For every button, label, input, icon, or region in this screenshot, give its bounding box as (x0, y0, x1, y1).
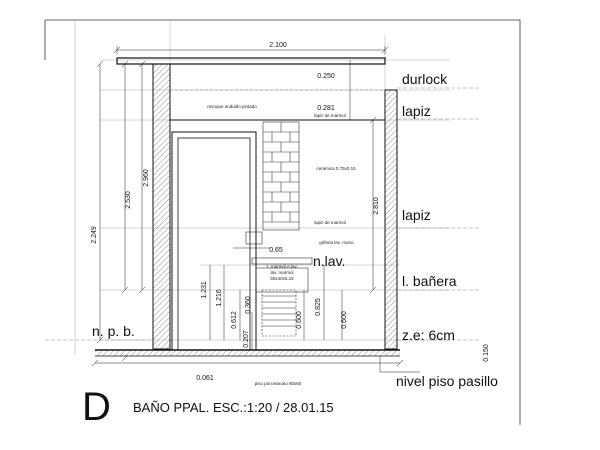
dim-1231: 1.231 (201, 281, 208, 299)
left-wall (152, 63, 171, 350)
note-revoque: revoque enduido pintado (207, 104, 257, 109)
note-lav-size: 50x40x6.15 (270, 276, 294, 281)
note-marmol-top: lapiz de marmol (314, 113, 346, 118)
tile-column (262, 121, 300, 231)
dim-2530: 2.530 (125, 191, 132, 209)
level-lines (45, 87, 480, 341)
dim-0061: 0.061 (196, 375, 214, 382)
ceiling-slab (116, 57, 386, 65)
right-wall (384, 89, 398, 350)
label-nlav: n.lav. (313, 253, 345, 269)
dim-1216: 1.216 (216, 289, 223, 307)
dim-0150: 0.150 (483, 344, 490, 362)
dim-0600a: 0.600 (296, 311, 303, 329)
label-lbanera: l. bañera (402, 273, 457, 289)
dim-2960: 2.960 (143, 169, 150, 187)
label-nivel-piso: nivel piso pasillo (396, 373, 498, 389)
dim-0612: 0.612 (231, 311, 238, 329)
dim-065: 0.65 (269, 247, 283, 254)
note-ceramica: ceramica 0.75x0.15 (316, 166, 356, 171)
note-lav-marmol: lav. marmol (271, 270, 294, 275)
note-piso: piso porcelanato 60x60 (255, 381, 302, 386)
dim-2249: 2.249 (91, 226, 98, 244)
dim-0281: 0.281 (317, 105, 335, 112)
dim-0825: 0.825 (315, 298, 322, 316)
label-durlock: durlock (402, 71, 448, 87)
dim-0250: 0.250 (317, 73, 335, 80)
note-marmol-lav: z. marmol e.lav. (266, 264, 297, 269)
note-marmol-mid: lapiz de marmol (314, 220, 346, 225)
sheet-frame (45, 19, 521, 425)
door-frame (171, 131, 257, 351)
dimension-lines (91, 46, 420, 373)
dim-0207: 0.207 (243, 330, 250, 348)
vanity (245, 231, 313, 337)
dim-0360: 0.360 (245, 296, 252, 314)
label-lapiz-top: lapiz (402, 103, 431, 119)
dim-0600b: 0.600 (341, 311, 348, 329)
sheet-letter: D (82, 385, 111, 429)
label-ze: z.e: 6cm (402, 327, 455, 343)
label-lapiz-mid: lapiz (402, 207, 431, 223)
dim-2810: 2.810 (373, 197, 380, 215)
door-leaf (177, 137, 251, 351)
note-grifo: griferia lav. mono. (319, 240, 354, 245)
dim-width-total: 2.100 (269, 42, 287, 49)
sheet-caption: BAÑO PPAL. ESC.:1:20 / 28.01.15 (133, 400, 334, 415)
label-npb: n. p. b. (92, 323, 135, 339)
